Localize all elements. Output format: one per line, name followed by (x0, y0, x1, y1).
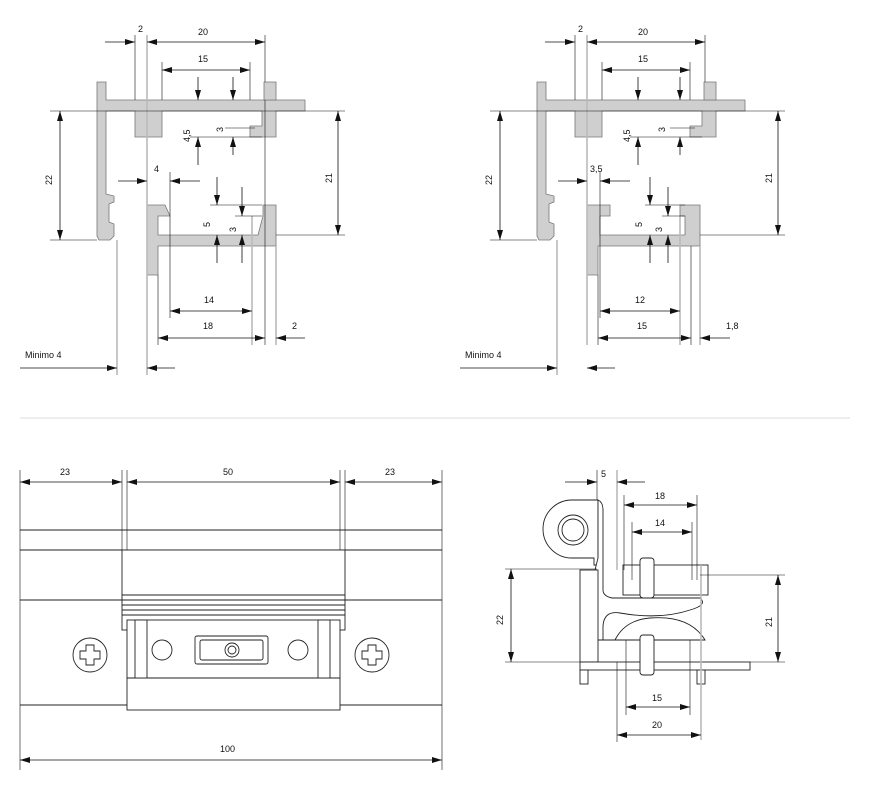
dim-height-21: 21 (764, 617, 774, 627)
screw-right-icon (354, 637, 390, 673)
dim-height-21: 21 (764, 173, 774, 183)
dim-h-4-5: 4,5 (182, 129, 192, 142)
right-bracket-top (703, 81, 717, 101)
dim-height-22: 22 (44, 175, 54, 185)
dim-h-4-5: 4,5 (622, 129, 632, 142)
dim-h-3-bottom: 3 (654, 227, 664, 232)
sash-bracket (622, 564, 709, 596)
dim-gap-3-5: 3,5 (590, 164, 603, 174)
hinge-front-view: 23 50 23 100 (19, 467, 443, 770)
frame-profile (579, 569, 599, 663)
dim-gap-4: 4 (154, 164, 159, 174)
dim-total-100: 100 (220, 744, 235, 754)
hinge-body (594, 499, 703, 641)
mounting-hole-left (151, 639, 173, 661)
dim-gap-top: 2 (578, 24, 583, 34)
dim-h-3-bottom: 3 (228, 227, 238, 232)
dim-height-22: 22 (484, 175, 494, 185)
dim-h-3-top: 3 (215, 127, 225, 132)
dim-gap-1-8: 1,8 (726, 321, 739, 331)
dim-gap-5: 5 (601, 469, 606, 479)
dim-width-18: 18 (655, 491, 665, 501)
dim-width-20: 20 (638, 27, 648, 37)
dim-width-14: 14 (204, 295, 214, 305)
profile-detail-left: 2 20 15 4,5 3 4 5 3 22 21 14 18 2 Minimo… (20, 24, 345, 375)
dim-h-3-top: 3 (657, 127, 667, 132)
screw-left-icon (72, 637, 108, 673)
dim-gap-2: 2 (292, 321, 297, 331)
dim-left-23: 23 (60, 467, 70, 477)
dim-width-15: 15 (198, 54, 208, 64)
fixing-screw-top-icon (639, 557, 655, 599)
dim-width-20: 20 (198, 27, 208, 37)
hinge-leaf-upper (121, 549, 346, 631)
mounting-hole-right (287, 639, 309, 661)
dim-height-22: 22 (495, 615, 505, 625)
hinge-leaf-lower (126, 619, 341, 711)
dim-h-5: 5 (634, 222, 644, 227)
dim-gap-top: 2 (138, 24, 143, 34)
hinge-section-view: 5 18 14 22 21 15 20 (495, 469, 785, 742)
sash-profile (586, 204, 701, 276)
dim-width-15b: 15 (637, 321, 647, 331)
minimum-label: Minimo 4 (465, 350, 502, 360)
sash-profile (146, 204, 277, 276)
dim-width-15: 15 (652, 693, 662, 703)
minimum-label: Minimo 4 (25, 350, 62, 360)
dim-middle-50: 50 (223, 467, 233, 477)
right-bracket-top (263, 81, 277, 101)
fixing-screw-bottom-icon (639, 634, 655, 676)
dim-width-18: 18 (203, 321, 213, 331)
dim-right-23: 23 (385, 467, 395, 477)
dim-height-21: 21 (324, 173, 334, 183)
dim-width-14: 14 (655, 518, 665, 528)
frame-profile (536, 81, 746, 241)
dim-width-15: 15 (638, 54, 648, 64)
dim-width-12: 12 (635, 295, 645, 305)
dim-h-5: 5 (202, 222, 212, 227)
dim-width-20: 20 (652, 720, 662, 730)
profile-detail-right: 2 20 15 4,5 3 3,5 5 3 22 21 12 15 1,8 Mi… (460, 24, 785, 375)
